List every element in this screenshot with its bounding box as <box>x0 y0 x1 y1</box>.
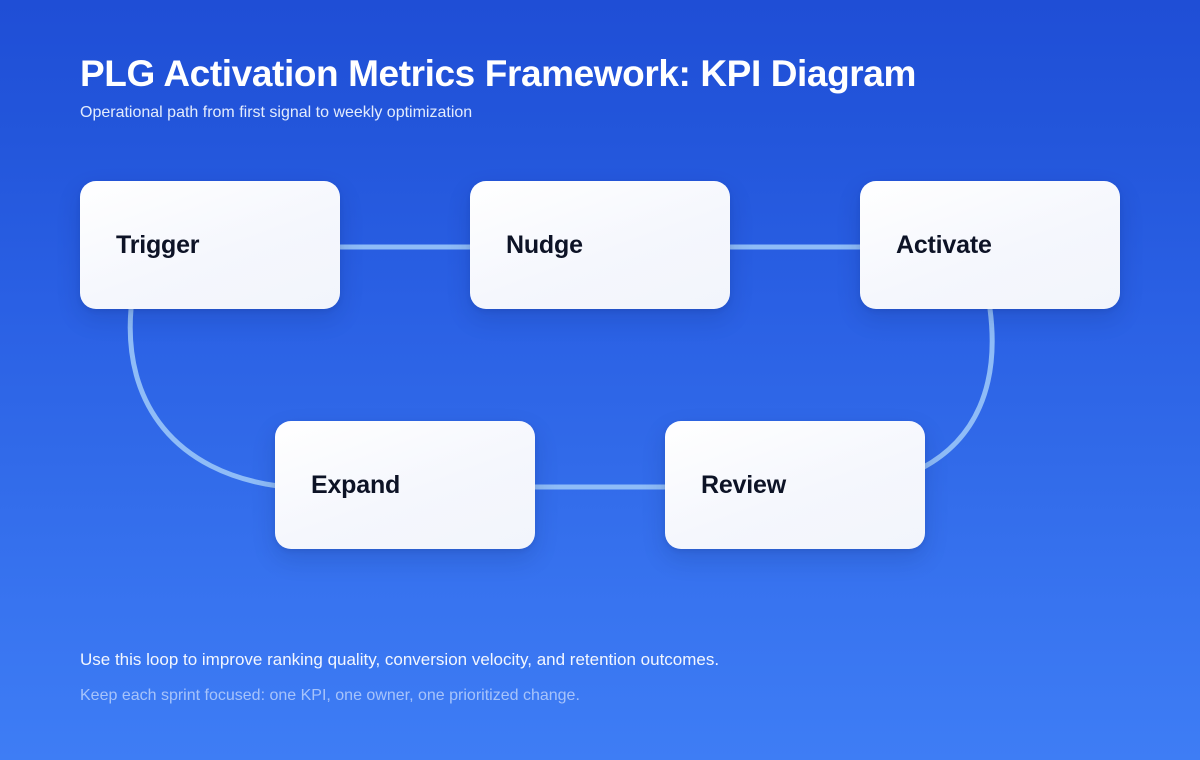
diagram-node-review[interactable]: Review <box>665 421 925 549</box>
node-label: Activate <box>896 231 992 259</box>
diagram-node-expand[interactable]: Expand <box>275 421 535 549</box>
node-label: Nudge <box>506 231 583 259</box>
header: PLG Activation Metrics Framework: KPI Di… <box>80 52 1120 123</box>
connector-activate-review <box>919 306 995 471</box>
connector-expand-trigger <box>127 306 281 489</box>
footer: Use this loop to improve ranking quality… <box>80 648 1120 707</box>
diagram-node-activate[interactable]: Activate <box>860 181 1120 309</box>
footer-secondary-text: Keep each sprint focused: one KPI, one o… <box>80 687 580 704</box>
page-title: PLG Activation Metrics Framework: KPI Di… <box>80 53 916 94</box>
node-label: Expand <box>311 471 401 499</box>
footer-primary-text: Use this loop to improve ranking quality… <box>80 650 720 669</box>
node-label: Trigger <box>116 231 200 259</box>
diagram-node-nudge[interactable]: Nudge <box>470 181 730 309</box>
page-subtitle: Operational path from first signal to we… <box>80 104 473 121</box>
diagram-node-trigger[interactable]: Trigger <box>80 181 340 309</box>
node-label: Review <box>701 471 786 499</box>
